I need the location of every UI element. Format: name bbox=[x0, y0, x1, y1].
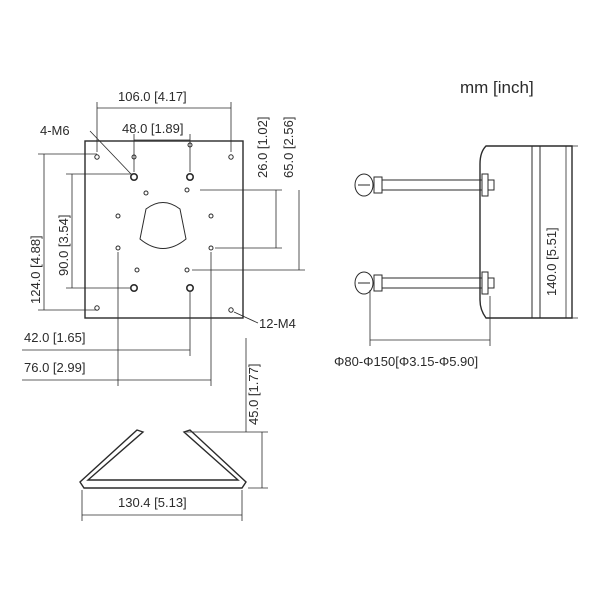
dim-left-inner: 90.0 [3.54] bbox=[56, 215, 71, 276]
dim-right-upper: 26.0 [1.02] bbox=[255, 117, 270, 178]
bracket-body bbox=[479, 145, 573, 319]
m4-hole bbox=[115, 213, 121, 219]
strap-outline bbox=[79, 429, 247, 489]
lower-clamp-nut bbox=[354, 271, 374, 295]
plate-dimensions: 106.0 [4.17] 48.0 [1.89] 4-M6 12-M4 26.0… bbox=[22, 89, 305, 386]
m4-hole bbox=[208, 245, 214, 251]
units-label: mm [inch] bbox=[460, 78, 534, 97]
lower-clamp-rod bbox=[381, 277, 483, 289]
callout-small-holes: 12-M4 bbox=[259, 316, 296, 331]
m4-hole bbox=[143, 190, 149, 196]
m6-hole bbox=[130, 173, 139, 182]
m6-hole bbox=[130, 283, 139, 292]
plate-center-opening bbox=[139, 202, 187, 249]
side-view: 140.0 [5.51] Φ80-Φ150[Φ3.15-Φ5.90] bbox=[334, 145, 578, 369]
corner-hole bbox=[94, 154, 100, 160]
m4-hole bbox=[184, 187, 190, 193]
mounting-plate-front-view bbox=[84, 140, 244, 319]
upper-clamp-rod bbox=[381, 179, 483, 191]
dim-bottom-outer: 76.0 [2.99] bbox=[24, 360, 85, 375]
m6-hole bbox=[186, 173, 195, 182]
m4-hole bbox=[115, 245, 121, 251]
dim-top-width: 106.0 [4.17] bbox=[118, 89, 187, 104]
m6-hole bbox=[186, 283, 195, 292]
strap-view: 45.0 [1.77] 130.4 [5.13] bbox=[79, 338, 268, 521]
dim-inner-width: 48.0 [1.89] bbox=[122, 121, 183, 136]
dim-strap-height: 45.0 [1.77] bbox=[246, 364, 261, 425]
corner-hole bbox=[94, 305, 100, 311]
dim-bottom-inner: 42.0 [1.65] bbox=[24, 330, 85, 345]
dim-pole-range: Φ80-Φ150[Φ3.15-Φ5.90] bbox=[334, 354, 478, 369]
dim-strap-width: 130.4 [5.13] bbox=[118, 495, 187, 510]
callout-large-holes: 4-M6 bbox=[40, 123, 70, 138]
m4-hole bbox=[184, 267, 190, 273]
corner-hole bbox=[228, 154, 234, 160]
corner-hole bbox=[228, 307, 234, 313]
m4-hole bbox=[134, 267, 140, 273]
plate-outline bbox=[84, 140, 244, 319]
dim-left-full: 124.0 [4.88] bbox=[28, 235, 43, 304]
dim-side-height: 140.0 [5.51] bbox=[544, 227, 559, 296]
upper-clamp-nut bbox=[354, 173, 374, 197]
dim-right-full: 65.0 [2.56] bbox=[281, 117, 296, 178]
m4-hole bbox=[208, 213, 214, 219]
